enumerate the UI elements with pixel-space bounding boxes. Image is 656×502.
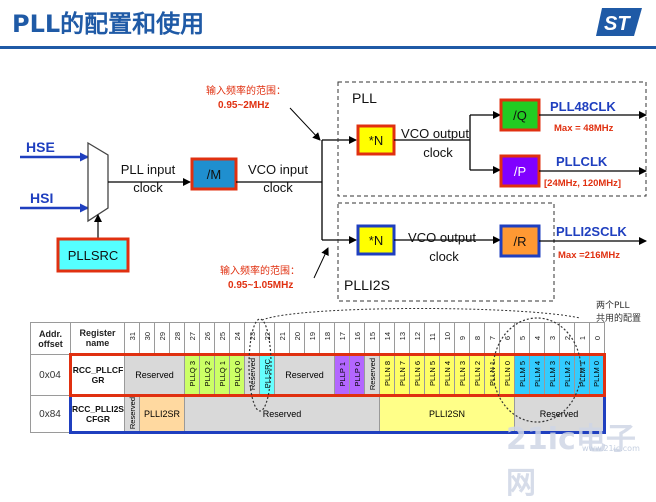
pllsrc-label: PLLSRC [68,248,119,263]
offset-header: Addr.offset [30,322,71,355]
plln-bit: PLLN 7 [394,353,410,397]
plli2s-group [337,202,555,302]
pll48clk-label: PLL48CLK [550,99,616,114]
page-title: PLL的配置和使用 [12,10,205,38]
pllm-bit: PLLM 3 [544,353,560,397]
pll48clk-max: Max = 48MHz [554,123,614,134]
plln-bit: PLLN 0 [499,353,515,397]
reserved-field: Reserved [274,353,335,397]
pllsrc-highlight [248,318,272,412]
plln-bit: PLLN 1 [484,353,500,397]
pllm-bit: PLLM 4 [529,353,545,397]
div-p-box [499,154,541,188]
div-q-box [499,98,541,132]
plln-bit: PLLN 3 [454,353,470,397]
pll-input-label-1: PLL input [121,162,176,177]
plli2sclk-label: PLLI2SCLK [556,224,627,239]
clock-mux [87,141,109,223]
shared-config-note-line2: 共用的配置 [596,314,642,324]
hse-label: HSE [26,139,55,155]
vco-input-label-2: clock [263,180,293,195]
i2s-range-title: 输入频率的范围： [220,264,300,277]
st-logo-icon: ST [596,8,642,36]
mul-n-pll-box [356,124,396,156]
shared-config-note-line1: 两个PLL [596,301,630,311]
pll-range-title: 输入频率的范围： [206,84,286,97]
div-m-box [190,157,238,191]
pllclk-label: PLLCLK [556,154,608,169]
pllm-highlight [492,317,582,423]
plln-bit: PLLN 6 [409,353,425,397]
vco-output-pll-label-2: clock [423,145,453,160]
pll-group-label: PLL [352,90,377,106]
shared-config-note: 两个PLL 共用的配置 [596,300,641,326]
i2s-range-value: 0.95~1.05MHz [228,280,293,291]
div-p-label: /P [514,164,526,179]
pllm-bit: PLLM 0 [589,353,606,397]
svg-text:ST: ST [604,13,631,35]
pll-input-label-2: clock [133,180,163,195]
vco-output-i2s-label-2: clock [429,249,459,264]
mul-n-pll-label: *N [369,133,383,148]
reserved-field: Reserved [124,353,185,397]
pllm-bit: PLLM 2 [559,353,575,397]
div-r-label: /R [514,234,527,249]
pllq-bit: PLLQ 2 [199,353,215,397]
register-offset: 0x84 [30,394,71,434]
vco-input-label-1: VCO input [248,162,308,177]
mul-n-i2s-label: *N [369,233,383,248]
pll-group [337,81,647,197]
hsi-label: HSI [30,190,53,206]
reserved-field: Reserved [124,393,140,435]
div-q-label: /Q [513,108,527,123]
highlight-overlay [248,308,582,423]
pllsrc-box [56,237,130,273]
vco-output-i2s-label-1: VCO output [408,230,476,245]
pllclk-range: [24MHz, 120MHz] [544,178,621,189]
pllm-bit: PLLM 5 [514,353,530,397]
watermark: 21ic电子网 [506,422,636,501]
plli2s-group-label: PLLI2S [344,277,390,293]
plli2sclk-max: Max =216MHz [558,250,620,261]
watermark-url: www.21ic.com [582,444,640,453]
pll-diagram: HSE HSI PLLSRC PLL input clock /M VCO in… [20,81,647,302]
shared-config-link [261,308,581,321]
pllq-bit: PLLQ 3 [184,353,200,397]
reserved-field: Reserved [244,353,260,397]
vco-output-pll-label-1: VCO output [401,126,469,141]
title-divider [0,46,656,49]
plli2sr-field: PLLI2SR [139,393,185,435]
plln-bit: PLLN 5 [424,353,440,397]
reserved-field: Reserved [184,393,380,435]
pll-range-value: 0.95~2MHz [218,100,269,111]
reserved-field: Reserved [364,353,380,397]
div-m-label: /M [207,167,221,182]
reserved-field: Reserved [514,393,606,435]
